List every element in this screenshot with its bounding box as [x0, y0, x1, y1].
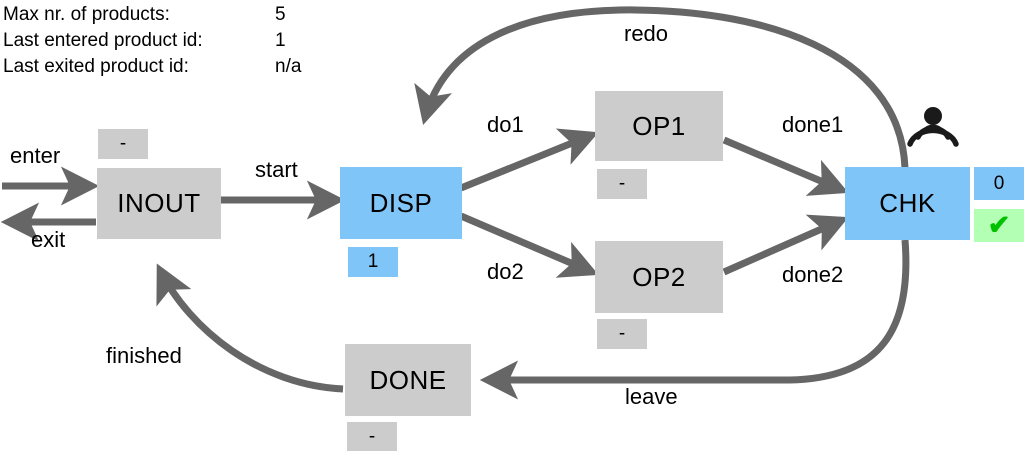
- status-label-last-exited: Last exited product id:: [3, 56, 189, 77]
- node-disp-label: DISP: [369, 187, 433, 218]
- node-op1[interactable]: OP1: [595, 91, 723, 161]
- node-op1-badge-text: -: [618, 173, 626, 194]
- node-inout[interactable]: INOUT: [97, 168, 221, 239]
- node-op2[interactable]: OP2: [595, 241, 723, 313]
- edge-leave-path: [479, 239, 910, 400]
- node-disp-badge-text: 1: [367, 251, 379, 272]
- edge-label-do2: do2: [487, 259, 524, 284]
- edge-label-start: start: [255, 157, 298, 182]
- node-chk-badge-count: 0: [974, 167, 1024, 200]
- status-row: Max nr. of products: 5: [3, 2, 343, 28]
- node-inout-label: INOUT: [117, 188, 201, 218]
- checkmark-icon: ✔: [987, 210, 1011, 240]
- node-chk-badge-count-text: 0: [993, 172, 1005, 194]
- edge-label-done1: done1: [782, 112, 844, 137]
- status-label-last-entered: Last entered product id:: [3, 30, 203, 51]
- status-value-last-exited: n/a: [275, 56, 302, 77]
- node-inout-badge: -: [98, 129, 148, 159]
- edge-label-do1: do1: [487, 112, 524, 137]
- node-disp-badge: 1: [348, 247, 398, 277]
- edge-label-enter: enter: [10, 143, 61, 168]
- edge-label-done2: done2: [782, 262, 844, 287]
- edge-do2-line: [459, 212, 599, 278]
- edge-label-finished: finished: [106, 343, 182, 368]
- node-done-label: DONE: [369, 364, 447, 395]
- node-done-badge-text: -: [368, 425, 376, 447]
- status-readout: Max nr. of products: 5 Last entered prod…: [3, 2, 343, 80]
- node-done[interactable]: DONE: [345, 344, 471, 416]
- edge-do1-line: [459, 128, 599, 192]
- node-chk-badge-ok: ✔: [974, 209, 1024, 242]
- edge-done1-line: [722, 136, 849, 196]
- node-op2-badge: -: [597, 319, 647, 349]
- node-disp[interactable]: DISP: [340, 167, 462, 239]
- status-label-max-products: Max nr. of products:: [3, 4, 170, 25]
- node-op2-label: OP2: [632, 261, 686, 292]
- edge-done2-line: [722, 214, 849, 276]
- edge-label-exit: exit: [31, 227, 66, 252]
- node-op2-badge-text: -: [618, 323, 626, 344]
- status-row: Last exited product id: n/a: [3, 54, 343, 80]
- node-op1-badge: -: [597, 169, 647, 199]
- node-inout-badge-text: -: [119, 133, 127, 154]
- status-value-last-entered: 1: [275, 30, 286, 51]
- edge-label-leave: leave: [625, 384, 678, 409]
- status-row: Last entered product id: 1: [3, 28, 343, 54]
- node-op1-label: OP1: [632, 110, 686, 141]
- edge-finished-path: [156, 263, 344, 393]
- status-value-max-products: 5: [275, 4, 286, 25]
- edge-redo-path: [414, 6, 909, 169]
- edge-label-redo: redo: [624, 21, 669, 46]
- node-chk-label: CHK: [879, 188, 936, 218]
- node-chk[interactable]: CHK: [845, 167, 970, 240]
- node-done-badge: -: [347, 422, 397, 451]
